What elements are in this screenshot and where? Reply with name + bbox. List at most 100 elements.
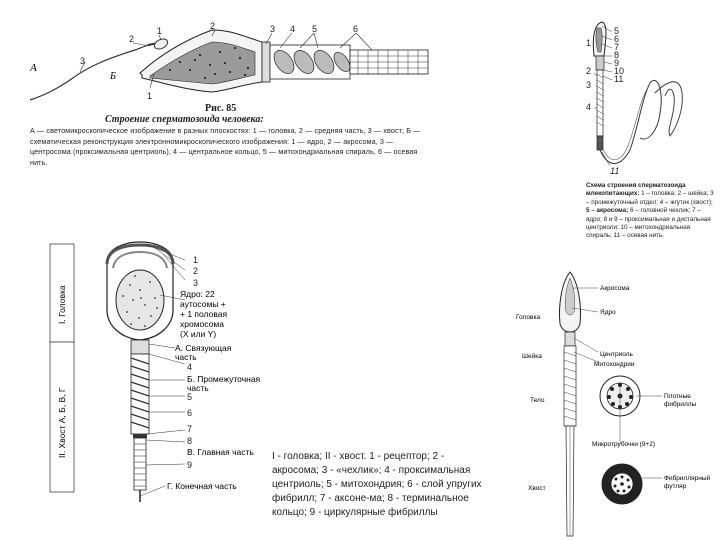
fig3-num-4: 4 xyxy=(187,362,192,372)
figure-2-text-2: 5 – акросома; xyxy=(586,207,629,215)
sperm2-spiral xyxy=(596,73,604,127)
fig3-nucleus-line-5: (X или Y) xyxy=(180,329,216,339)
fig3-part-b-line-2: часть xyxy=(187,383,209,393)
fig1-num-5: 5 xyxy=(312,24,317,34)
sperm3-acrosome-cap xyxy=(105,243,175,265)
fig3-part-a-line-2: часть xyxy=(175,352,197,362)
sperm4-acrosome xyxy=(564,277,576,316)
fig4-label-sheath-1: Фибриллярный xyxy=(664,474,711,482)
sperm3-principal-piece xyxy=(133,437,147,491)
figure-2-text-3: 6 – головной чехлик; 7 – ядро; 8 и 9 – п… xyxy=(586,207,711,240)
mitochondrial-spiral xyxy=(273,50,351,74)
fig4-label-dense-fibrils-2: фибриллы xyxy=(664,400,697,408)
sperm-b-nucleus xyxy=(149,41,256,85)
fig4-label-head: Головка xyxy=(516,314,540,321)
fig1-num-4: 4 xyxy=(290,24,295,34)
sperm3-nucleus xyxy=(115,269,165,331)
fig3-num-5: 5 xyxy=(187,392,192,402)
fig3-num-2: 2 xyxy=(193,266,198,276)
fig3-part-d: Г. Конечная часть xyxy=(167,481,237,491)
fig2-num-4: 4 xyxy=(586,102,591,112)
label-B: Б xyxy=(109,71,116,82)
sperm2-flagellum-inner xyxy=(601,85,650,161)
fig3-part-a-line-1: А. Связующая xyxy=(175,343,232,353)
fig1-num-6: 6 xyxy=(353,24,358,34)
legend-note: I - головка; II - хвост. 1 - рецептор; 2… xyxy=(272,451,482,518)
fig2-num-11: 11 xyxy=(614,74,623,84)
bracket-head xyxy=(49,243,75,343)
fig2-num-10: 10 xyxy=(614,66,624,76)
axial-lines xyxy=(350,50,428,74)
section-head-label: I. Головка xyxy=(57,285,67,324)
fig4-label-sheath-2: футляр xyxy=(664,483,687,490)
centrosome xyxy=(261,41,271,83)
fig3-nucleus-line-3: + 1 половая xyxy=(180,309,227,319)
fig3-num-9: 9 xyxy=(187,460,192,470)
fig4-label-nucleus: Ядро xyxy=(600,309,616,316)
fig3-part-c: В. Главная часть xyxy=(187,447,254,457)
sperm4-neck xyxy=(564,331,576,347)
figure-3-diagram: I. Головка II. Хвост А, Б, В, Г 1 2 3 Яд… xyxy=(49,241,261,502)
sperm2-midpiece xyxy=(596,69,604,137)
fig4-label-acrosome: Акросома xyxy=(600,285,630,292)
fig3-num-7: 7 xyxy=(187,424,192,434)
figure-1-number: Рис. 85 xyxy=(205,103,237,114)
fig1-num-2a: 2 xyxy=(129,34,134,44)
label-A: А xyxy=(29,62,37,74)
figure-4-diagram: Головка Шейка Тело Хвост Акросома Ядро Ц… xyxy=(516,271,711,537)
fig3-num-6: 6 xyxy=(187,408,192,418)
fig4-label-body: Тело xyxy=(530,397,545,404)
sperm3-acrosome xyxy=(112,250,168,269)
fig4-label-microtubules: Микротрубочки (9+2) xyxy=(592,440,655,448)
fig4-label-mitochondria: Митохондрии xyxy=(594,361,635,368)
fig1-num-1a: 1 xyxy=(157,26,162,36)
section-tail-label: II. Хвост А, Б, В, Г xyxy=(57,387,67,458)
fig2-num-11b: 11 xyxy=(610,166,619,176)
sperm3-nucleus-texture xyxy=(122,275,158,327)
fig1-num-1b: 1 xyxy=(147,91,152,101)
fig2-num-1: 1 xyxy=(586,38,591,48)
figure-2-text-1: 1 – головка; 2 – шейка; 3 – промежуточны… xyxy=(586,190,714,206)
figure-1-diagram: А Б 3 2 1 1 2 3 4 5 6 xyxy=(29,21,429,101)
figure-2-diagram: 5 6 7 8 9 10 11 1 2 3 4 11 xyxy=(586,21,683,176)
fig3-part-b-line-1: Б. Промежуточная xyxy=(187,374,261,384)
sperm-a-head xyxy=(153,38,169,50)
fig4-label-tail: Хвост xyxy=(528,485,546,492)
sperm2-nucleus xyxy=(595,27,603,53)
fig4-label-neck: Шейка xyxy=(522,352,542,360)
cross-section-midpiece-fibrils xyxy=(607,383,633,409)
fig3-num-3: 3 xyxy=(193,278,198,288)
fig3-num-1: 1 xyxy=(193,255,198,265)
figure-1-caption: А — светомикроскопическое изображение в … xyxy=(30,126,421,167)
sperm3-mito-spiral xyxy=(130,357,150,429)
fig4-label-centriole: Центриоль xyxy=(600,351,634,358)
sperm2-ring xyxy=(596,135,604,151)
fig2-num-7: 7 xyxy=(614,42,619,52)
fig2-num-9: 9 xyxy=(614,58,619,68)
sperm3-neck xyxy=(130,339,150,355)
sperm3-midpiece xyxy=(130,353,150,435)
sperm2-neck xyxy=(595,55,605,71)
fig1-num-3a: 3 xyxy=(80,56,85,66)
fig3-nucleus-line-1: Ядро: 22 xyxy=(180,289,215,299)
fig2-num-2: 2 xyxy=(586,66,591,76)
fig3-num-8: 8 xyxy=(187,436,192,446)
fig2-num-3: 3 xyxy=(586,80,591,90)
nucleus-texture xyxy=(169,47,249,79)
sperm-a-tail xyxy=(29,44,149,101)
sperm2-flagellum-loop xyxy=(654,81,683,137)
fig1-num-2b: 2 xyxy=(210,21,215,31)
fig4-label-dense-fibrils-1: Плотные xyxy=(664,393,691,400)
bracket-tail xyxy=(49,341,75,493)
fig3-nucleus-line-2: аутосомы + xyxy=(180,299,226,309)
sperm4-mito xyxy=(563,351,577,421)
fig3-nucleus-line-4: хромосома xyxy=(180,319,224,329)
fig2-num-5: 5 xyxy=(614,26,619,36)
fig1-num-3b: 3 xyxy=(270,24,275,34)
fig2-num-8: 8 xyxy=(614,50,619,60)
fig2-num-6: 6 xyxy=(614,34,619,44)
sperm3-circular-fibrils xyxy=(134,443,146,487)
figure-1-title: Строение сперматозоида человека: xyxy=(105,114,264,125)
sperm3-terminal-ring xyxy=(133,434,147,438)
sperm2-flagellum-outer xyxy=(599,80,662,164)
